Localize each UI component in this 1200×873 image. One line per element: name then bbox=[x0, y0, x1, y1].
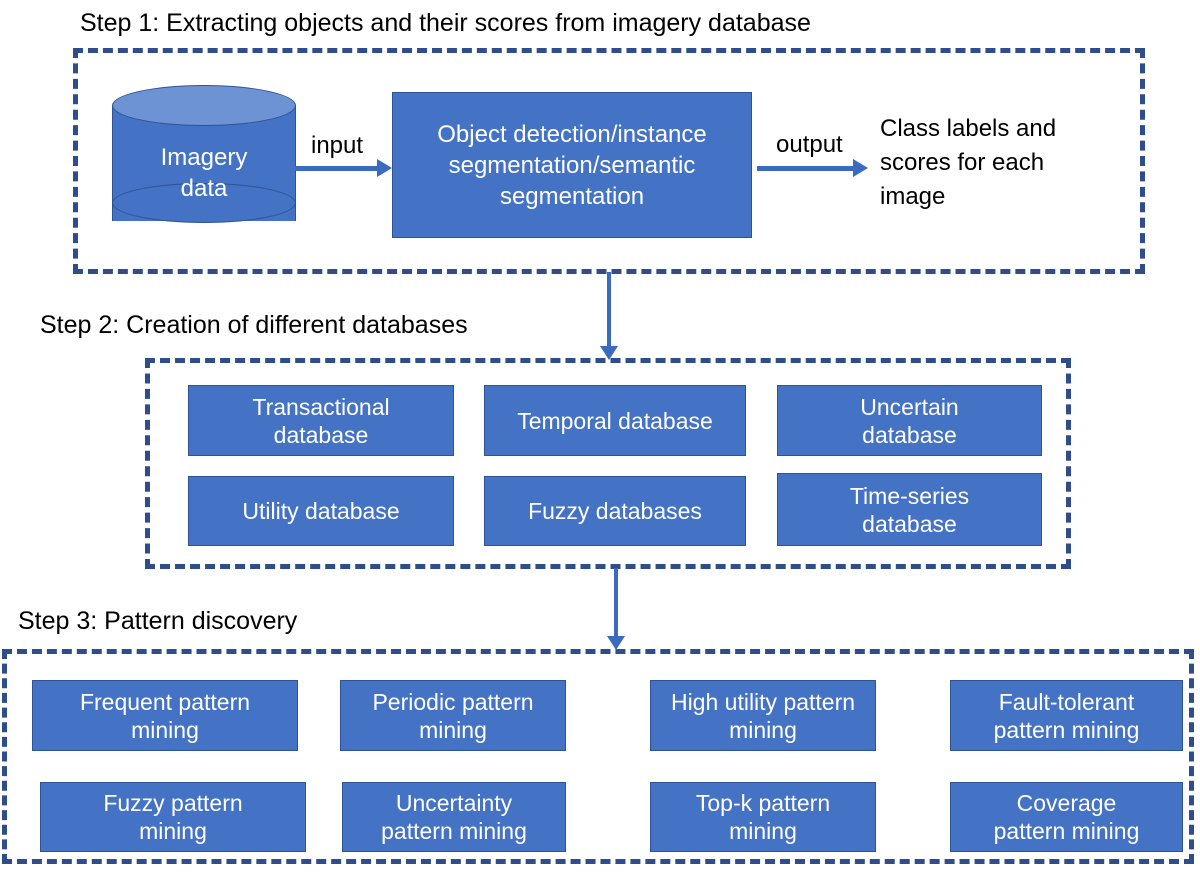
pm-topk-line2: mining bbox=[729, 818, 797, 844]
db-temporal-line1: Temporal database bbox=[517, 407, 713, 434]
db-uncertain-line2: database bbox=[862, 421, 957, 448]
pm-highutility-line2: mining bbox=[729, 716, 797, 743]
step1-to-step2-arrow-icon bbox=[600, 272, 618, 360]
output-arrow-label: output bbox=[776, 131, 843, 158]
pattern-box-uncertainty: Uncertainty pattern mining bbox=[342, 782, 566, 852]
step3-container bbox=[2, 649, 1194, 864]
output-arrow-icon bbox=[757, 159, 868, 177]
pm-periodic-line1: Periodic pattern bbox=[372, 688, 534, 715]
detection-line3: segmentation bbox=[499, 182, 645, 210]
step1-container bbox=[73, 48, 1145, 274]
pm-frequent-line1: Frequent pattern bbox=[79, 688, 251, 715]
database-box-fuzzy: Fuzzy databases bbox=[484, 476, 746, 546]
step3-title: Step 3: Pattern discovery bbox=[18, 607, 298, 635]
cylinder-top-shape bbox=[112, 85, 296, 126]
db-timeseries-line2: database bbox=[862, 510, 957, 537]
pattern-box-fuzzy: Fuzzy pattern mining bbox=[40, 782, 306, 852]
detection-line1: Object detection/instance bbox=[437, 120, 707, 148]
pattern-box-coverage: Coverage pattern mining bbox=[950, 782, 1183, 852]
pattern-box-fault-tolerant: Fault-tolerant pattern mining bbox=[950, 680, 1183, 751]
detection-line2: segmentation/semantic bbox=[448, 151, 696, 179]
database-box-uncertain: Uncertain database bbox=[777, 385, 1042, 456]
pm-coverage-line2: pattern mining bbox=[993, 818, 1140, 844]
pm-topk-line1: Top-k pattern bbox=[695, 790, 831, 816]
pm-faulttol-line1: Fault-tolerant bbox=[998, 688, 1135, 715]
pm-uncertainty-line2: pattern mining bbox=[381, 818, 527, 844]
pm-frequent-line2: mining bbox=[131, 716, 199, 743]
database-box-transactional: Transactional database bbox=[188, 385, 454, 456]
cylinder-label: Imagery data bbox=[112, 127, 296, 219]
pm-fuzzy-line1: Fuzzy pattern bbox=[103, 790, 243, 816]
pm-coverage-line1: Coverage bbox=[1016, 790, 1117, 816]
cylinder-bottom-shape bbox=[112, 183, 296, 223]
pm-highutility-line1: High utility pattern bbox=[670, 688, 856, 715]
db-transactional-line2: database bbox=[273, 421, 369, 448]
pattern-box-frequent: Frequent pattern mining bbox=[32, 680, 298, 751]
object-detection-box: Object detection/instance segmentation/s… bbox=[392, 92, 752, 238]
db-fuzzy-line1: Fuzzy databases bbox=[528, 498, 702, 524]
step2-title: Step 2: Creation of different databases bbox=[40, 311, 468, 339]
imagery-database-cylinder: Imagery data bbox=[112, 85, 296, 239]
pm-fuzzy-line2: mining bbox=[139, 818, 207, 844]
cylinder-label-line1: Imagery bbox=[160, 144, 248, 171]
pm-faulttol-line2: pattern mining bbox=[993, 716, 1140, 743]
db-transactional-line1: Transactional bbox=[252, 393, 390, 420]
step2-to-step3-arrow-icon bbox=[607, 568, 625, 650]
db-utility-line1: Utility database bbox=[242, 498, 400, 524]
pm-uncertainty-line1: Uncertainty bbox=[395, 790, 513, 816]
pattern-box-high-utility: High utility pattern mining bbox=[650, 680, 876, 751]
pm-periodic-line2: mining bbox=[419, 716, 487, 743]
input-arrow-icon bbox=[295, 159, 392, 177]
step1-title: Step 1: Extracting objects and their sco… bbox=[80, 9, 811, 37]
cylinder-label-line2: data bbox=[180, 175, 228, 202]
input-arrow-label: input bbox=[311, 132, 364, 159]
db-timeseries-line1: Time-series bbox=[849, 482, 970, 509]
pattern-box-periodic: Periodic pattern mining bbox=[340, 680, 566, 751]
database-box-utility: Utility database bbox=[188, 476, 454, 546]
pattern-box-topk: Top-k pattern mining bbox=[650, 782, 876, 852]
database-box-temporal: Temporal database bbox=[484, 385, 746, 456]
class-labels-output-text: Class labels and scores for each image bbox=[880, 115, 1057, 210]
database-box-timeseries: Time-series database bbox=[777, 473, 1042, 546]
step2-container bbox=[145, 358, 1071, 569]
db-uncertain-line1: Uncertain bbox=[860, 393, 959, 420]
